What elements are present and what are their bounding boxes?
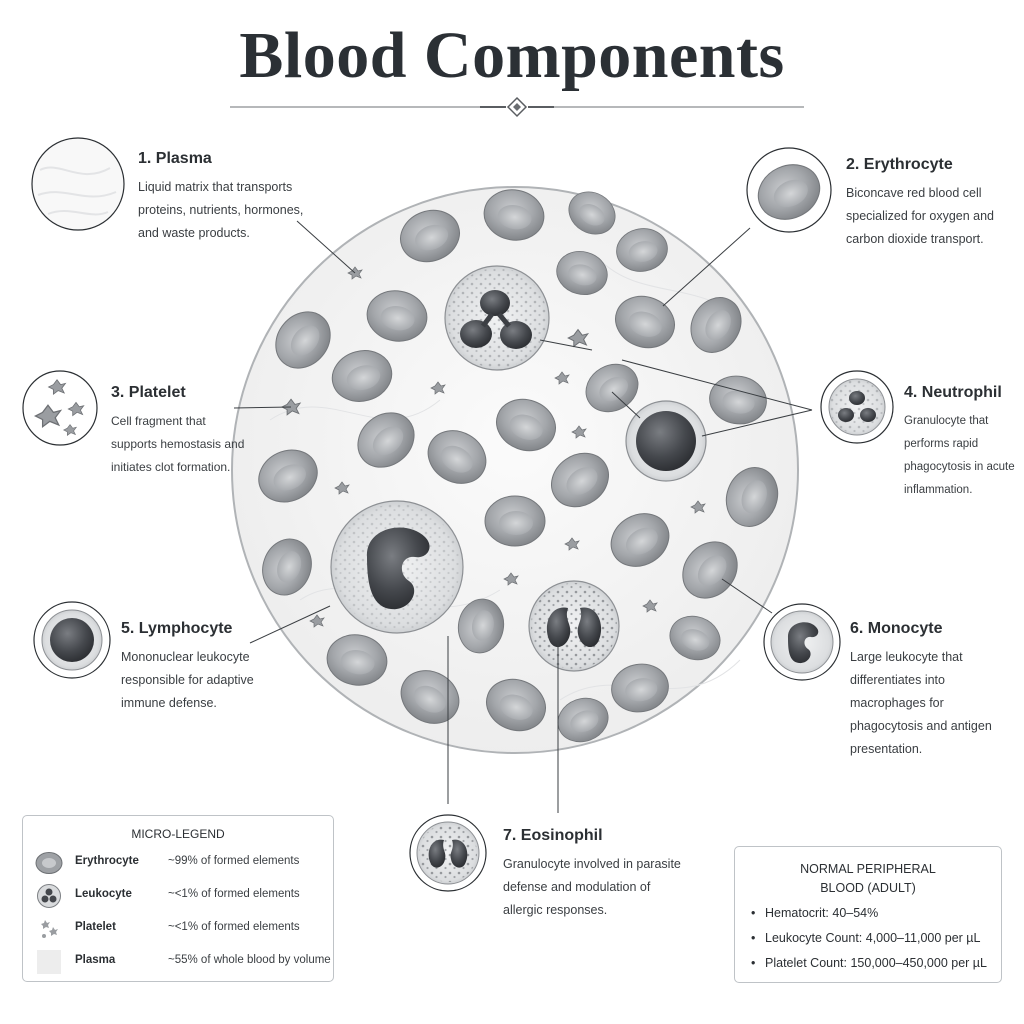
plasma-swatch bbox=[37, 950, 61, 974]
page-title: Blood Components bbox=[239, 19, 785, 92]
legend-title: MICRO-LEGEND bbox=[131, 827, 225, 841]
normal-values-list: Hematocrit: 40–54% Leukocyte Count: 4,00… bbox=[735, 901, 987, 976]
micro-legend: MICRO-LEGEND Erythrocyte ~99% of formed … bbox=[22, 815, 334, 982]
leukocyte-icon bbox=[37, 884, 61, 908]
neutrophil-inset bbox=[820, 370, 894, 444]
normal-value-item: Leukocyte Count: 4,000–11,000 per µL bbox=[751, 926, 987, 951]
eosinophil-cell bbox=[528, 580, 620, 672]
legend-row-plasma: Plasma ~55% of whole blood by volume bbox=[23, 950, 333, 974]
callout-text: Large leukocyte that differentiates into… bbox=[850, 650, 992, 756]
normal-value-item: Platelet Count: 150,000–450,000 per µL bbox=[751, 951, 987, 976]
legend-row-leukocyte: Leukocyte ~<1% of formed elements bbox=[23, 884, 333, 908]
callout-text: Biconcave red blood cell specialized for… bbox=[846, 186, 995, 246]
leader-lines bbox=[233, 220, 813, 813]
platelet-inset bbox=[22, 370, 98, 446]
legend-desc: ~<1% of formed elements bbox=[168, 921, 300, 933]
title-divider bbox=[230, 96, 804, 118]
callout-heading: 2. Erythrocyte bbox=[846, 156, 953, 173]
legend-name: Leukocyte bbox=[75, 888, 132, 900]
legend-row-platelet: Platelet ~<1% of formed elements bbox=[23, 917, 333, 941]
callout-monocyte: 6. Monocyte Large leukocyte that differe… bbox=[850, 620, 1020, 761]
callout-plasma: 1. Plasma Liquid matrix that transports … bbox=[138, 150, 318, 245]
monocyte-cell bbox=[330, 500, 464, 634]
lymphocyte-cell bbox=[625, 400, 707, 482]
erythrocyte-inset bbox=[746, 147, 832, 233]
erythrocyte-cell bbox=[484, 495, 546, 547]
callout-text: Granulocyte that performs rapid phagocyt… bbox=[904, 415, 1015, 496]
callout-heading: 4. Neutrophil bbox=[904, 384, 1002, 401]
callout-heading: 6. Monocyte bbox=[850, 620, 943, 637]
legend-row-erythrocyte: Erythrocyte ~99% of formed elements bbox=[23, 851, 333, 875]
normal-values-title: NORMAL PERIPHERAL BLOOD (ADULT) bbox=[800, 862, 936, 895]
neutrophil-cell bbox=[444, 265, 550, 371]
legend-name: Platelet bbox=[75, 921, 116, 933]
callout-neutrophil: 4. Neutrophil Granulocyte that performs … bbox=[904, 384, 1019, 502]
legend-desc: ~<1% of formed elements bbox=[168, 888, 300, 900]
callout-text: Liquid matrix that transports proteins, … bbox=[138, 180, 304, 240]
monocyte-inset bbox=[763, 603, 841, 681]
callout-heading: 1. Plasma bbox=[138, 150, 212, 167]
legend-name: Plasma bbox=[75, 954, 116, 966]
normal-value-item: Hematocrit: 40–54% bbox=[751, 901, 987, 926]
plasma-inset bbox=[31, 137, 125, 231]
callout-eosinophil: 7. Eosinophil Granulocyte involved in pa… bbox=[503, 827, 693, 922]
callout-heading: 7. Eosinophil bbox=[503, 827, 603, 844]
normal-values-box: NORMAL PERIPHERAL BLOOD (ADULT) Hematocr… bbox=[734, 846, 1002, 983]
erythrocyte-icon bbox=[35, 852, 63, 874]
callout-heading: 3. Platelet bbox=[111, 384, 186, 401]
lymphocyte-inset bbox=[33, 601, 111, 679]
callout-heading: 5. Lymphocyte bbox=[121, 620, 233, 637]
platelet-icon bbox=[41, 920, 58, 938]
callout-text: Mononuclear leukocyte responsible for ad… bbox=[121, 650, 254, 710]
legend-desc: ~55% of whole blood by volume bbox=[168, 954, 331, 966]
callout-platelet: 3. Platelet Cell fragment that supports … bbox=[111, 384, 251, 479]
legend-name: Erythrocyte bbox=[75, 855, 139, 867]
callout-text: Cell fragment that supports hemostasis a… bbox=[111, 414, 245, 474]
callout-lymphocyte: 5. Lymphocyte Mononuclear leukocyte resp… bbox=[121, 620, 261, 715]
legend-desc: ~99% of formed elements bbox=[168, 855, 300, 867]
callout-text: Granulocyte involved in parasite defense… bbox=[503, 857, 681, 917]
callout-erythrocyte: 2. Erythrocyte Biconcave red blood cell … bbox=[846, 156, 1006, 251]
eosinophil-inset bbox=[409, 814, 487, 892]
